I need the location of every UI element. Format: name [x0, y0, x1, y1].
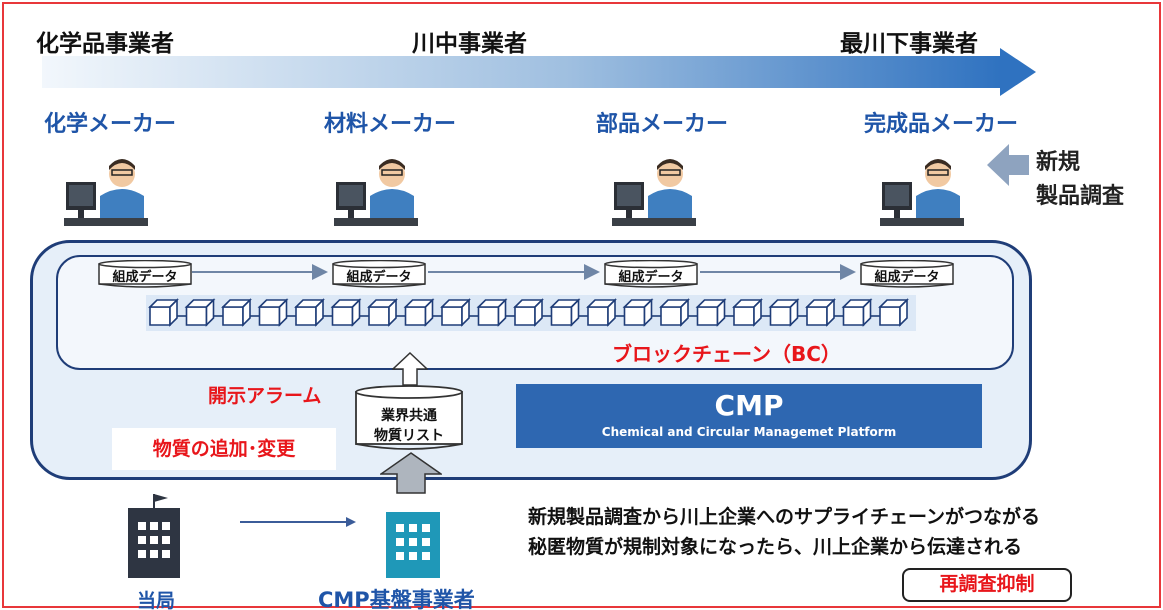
new-survey-label: 新規 製品調査: [1036, 146, 1124, 214]
left-arrow-icon: [987, 144, 1029, 186]
block-cube-icon: [184, 298, 223, 327]
maker-label-parts: 部品メーカー: [596, 112, 729, 137]
worker-at-computer-icon: [334, 159, 418, 226]
blockchain-label: ブロックチェーン（BC）: [612, 342, 841, 366]
maker-label-chemical: 化学メーカー: [44, 112, 177, 137]
worker-at-computer-icon: [880, 159, 964, 226]
composition-data-cylinder: [860, 260, 954, 288]
composition-data-label: 組成データ: [346, 270, 412, 285]
tier-label-downstream: 最川下事業者: [840, 31, 978, 57]
composition-data-label: 組成データ: [112, 270, 178, 285]
up-arrow-icon: [392, 352, 428, 386]
block-cube-icon: [476, 298, 515, 327]
government-building-icon: [128, 494, 180, 578]
block-cube-icon: [878, 298, 909, 327]
composition-data-cylinder: [604, 260, 698, 288]
composition-data-label: 組成データ: [618, 270, 684, 285]
note-line-2: 秘匿物質が規制対象になったら、川上企業から伝達される: [528, 536, 1023, 558]
tier-label-midstream: 川中事業者: [412, 31, 527, 57]
blockchain-blocks: [148, 298, 909, 327]
up-arrow-large-icon: [380, 452, 442, 494]
block-cube-icon: [549, 298, 588, 327]
disclosure-alarm-label: 開示アラーム: [208, 385, 322, 407]
office-building-icon: [386, 512, 440, 578]
block-cube-icon: [805, 298, 844, 327]
supply-chain-arrow: [42, 56, 1002, 88]
cmp-operator-label: CMP基盤事業者: [318, 588, 475, 610]
substance-list-line-1: 業界共通: [381, 408, 437, 424]
block-cube-icon: [148, 298, 187, 327]
composition-data-label: 組成データ: [874, 270, 940, 285]
substance-list-database: [355, 385, 463, 450]
block-cube-icon: [330, 298, 369, 327]
maker-label-material: 材料メーカー: [324, 112, 457, 137]
block-cube-icon: [586, 298, 625, 327]
block-cube-icon: [403, 298, 442, 327]
supply-chain-arrow-head: [1000, 48, 1036, 96]
block-cube-icon: [367, 298, 406, 327]
worker-at-computer-icon: [64, 159, 148, 226]
substance-change-label: 物質の追加･変更: [112, 428, 336, 470]
cmp-title: CMP: [714, 389, 784, 422]
cmp-panel: CMP Chemical and Circular Managemet Plat…: [516, 384, 982, 448]
block-cube-icon: [513, 298, 552, 327]
block-cube-icon: [622, 298, 661, 327]
block-cube-icon: [221, 298, 260, 327]
tier-label-upstream: 化学品事業者: [36, 31, 174, 57]
block-cube-icon: [257, 298, 296, 327]
block-cube-icon: [768, 298, 807, 327]
authority-label: 当局: [137, 590, 176, 610]
block-cube-icon: [732, 298, 771, 327]
block-cube-icon: [841, 298, 880, 327]
composition-data-cylinder: [98, 260, 192, 288]
right-arrow-icon: [240, 517, 356, 527]
substance-list-line-2: 物質リスト: [374, 428, 444, 444]
note-line-1: 新規製品調査から川上企業へのサプライチェーンがつながる: [528, 506, 1041, 528]
block-cube-icon: [659, 298, 698, 327]
resurvey-suppression-badge: 再調査抑制: [902, 568, 1072, 602]
new-survey-line-2: 製品調査: [1036, 184, 1125, 209]
new-survey-line-1: 新規: [1036, 150, 1081, 175]
block-cube-icon: [294, 298, 333, 327]
cmp-subtitle: Chemical and Circular Managemet Platform: [601, 425, 897, 439]
composition-data-cylinder: [332, 260, 426, 288]
worker-at-computer-icon: [612, 159, 696, 226]
maker-label-finished: 完成品メーカー: [864, 112, 1019, 137]
substance-list-label: 業界共通 物質リスト: [358, 406, 460, 446]
block-cube-icon: [440, 298, 479, 327]
block-cube-icon: [695, 298, 734, 327]
